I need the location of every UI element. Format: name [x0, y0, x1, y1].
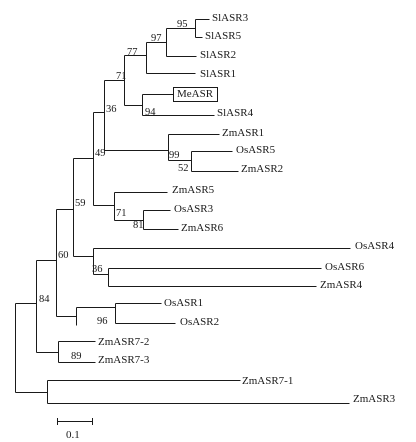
taxon-label-osasr3: OsASR3	[174, 203, 214, 215]
scale-bar-label: 0.1	[66, 429, 80, 441]
bootstrap-value: 36	[106, 104, 117, 115]
bootstrap-value: 96	[97, 316, 108, 327]
taxon-label-slasr3: SlASR3	[212, 12, 249, 24]
taxon-label-zmasr1: ZmASR1	[222, 127, 264, 139]
bootstrap-value: 94	[145, 107, 156, 118]
taxon-label-zmasr2: ZmASR2	[241, 163, 283, 175]
bootstrap-values: 95 97 77 71 94 36 99 52 49 71 81 59 36 6…	[39, 19, 189, 362]
bootstrap-value: 49	[95, 148, 106, 159]
taxon-label-measr: MeASR	[177, 88, 214, 100]
bootstrap-value: 77	[127, 47, 138, 58]
taxon-label-zmasr4: ZmASR4	[320, 279, 363, 291]
bootstrap-value: 71	[116, 71, 127, 82]
scale-bar: 0.1	[57, 418, 93, 441]
measr-highlight-box	[173, 87, 218, 102]
taxon-label-slasr5: SlASR5	[205, 30, 242, 42]
taxon-label-osasr2: OsASR2	[180, 316, 219, 328]
taxon-label-zmasr7-1: ZmASR7-1	[242, 375, 293, 387]
taxon-label-slasr1: SlASR1	[200, 68, 236, 80]
taxon-label-zmasr7-2: ZmASR7-2	[98, 336, 149, 348]
taxon-label-osasr5: OsASR5	[236, 144, 276, 156]
taxon-label-slasr2: SlASR2	[200, 49, 236, 61]
taxon-label-osasr1: OsASR1	[164, 297, 203, 309]
bootstrap-value: 89	[71, 351, 82, 362]
taxon-label-zmasr5: ZmASR5	[172, 184, 215, 196]
bootstrap-value: 84	[39, 294, 50, 305]
taxon-label-slasr4: SlASR4	[217, 107, 254, 119]
taxon-label-zmasr7-3: ZmASR7-3	[98, 354, 150, 366]
taxon-label-zmasr6: ZmASR6	[181, 222, 224, 234]
bootstrap-value: 99	[169, 150, 180, 161]
taxon-label-osasr4: OsASR4	[355, 240, 395, 252]
bootstrap-value: 97	[151, 33, 162, 44]
bootstrap-value: 59	[75, 198, 86, 209]
bootstrap-value: 95	[177, 19, 188, 30]
bootstrap-value: 71	[116, 208, 127, 219]
bootstrap-value: 36	[92, 264, 103, 275]
tree-branches	[15, 19, 351, 404]
taxon-label-zmasr3: ZmASR3	[353, 393, 396, 405]
taxon-labels: SlASR3 SlASR5 SlASR2 SlASR1 MeASR SlASR4…	[98, 12, 396, 405]
bootstrap-value: 60	[58, 250, 69, 261]
taxon-label-osasr6: OsASR6	[325, 261, 365, 273]
bootstrap-value: 52	[178, 163, 189, 174]
bootstrap-value: 81	[133, 220, 144, 231]
